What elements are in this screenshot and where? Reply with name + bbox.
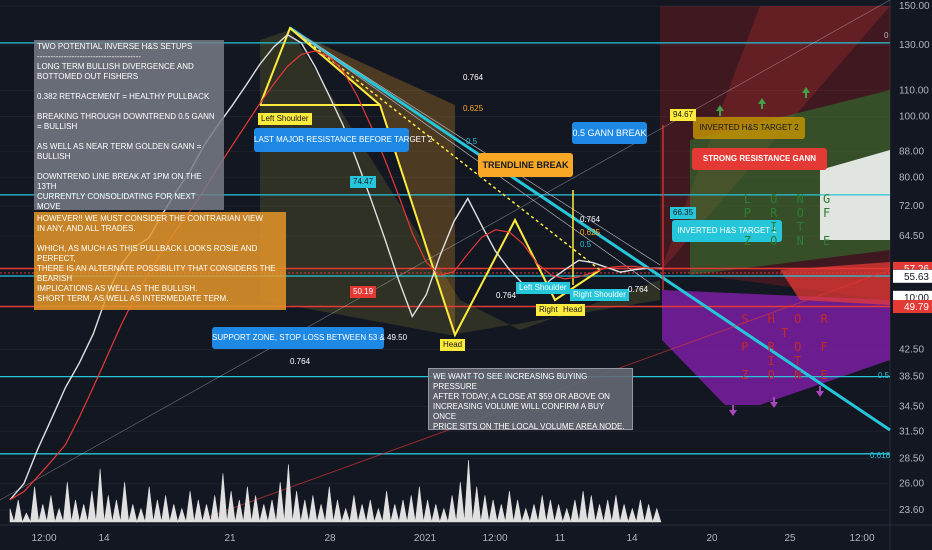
fib-label-0764-e: 0.764 xyxy=(290,357,311,366)
contrarian-note[interactable]: HOWEVER!! WE MUST CONSIDER THE CONTRARIA… xyxy=(34,212,286,310)
gann-break-callout[interactable]: 0.5 GANN BREAK xyxy=(572,122,647,144)
last-major-resistance-callout[interactable]: LAST MAJOR RESISTANCE BEFORE TARGET 2 xyxy=(254,128,432,152)
x-tick-label-2: 21 xyxy=(224,533,236,544)
right-label: Right xyxy=(536,304,561,316)
fib-label-0625-a: 0.625 xyxy=(463,104,484,113)
volume-bars-layer xyxy=(9,459,662,524)
x-tick-label-6: 11 xyxy=(555,533,566,544)
left-shoulder-2-label: Left Shoulder xyxy=(516,282,570,294)
fib-label-0: 0 xyxy=(884,31,889,40)
fib-label-0764-d: 0.764 xyxy=(628,285,649,294)
y-tick-label-12: 34.50 xyxy=(899,402,924,413)
gann-line-1 xyxy=(289,27,661,266)
price-badge-0: 57.26 xyxy=(904,264,929,275)
x-tick-label-1: 14 xyxy=(98,533,110,544)
y-tick-label-5: 80.00 xyxy=(899,172,924,183)
fib-label-0764-b: 0.764 xyxy=(580,215,601,224)
price-badge-4: 49.79 xyxy=(904,302,929,313)
pattern-shade xyxy=(260,30,660,335)
y-tick-label-6: 72.00 xyxy=(899,201,924,212)
setup-note[interactable]: TWO POTENTIAL INVERSE H&S SETUPS -------… xyxy=(34,40,224,210)
arrow-markers xyxy=(716,87,824,416)
y-tick-label-2: 110.00 xyxy=(899,86,929,97)
price-badge-bg-2 xyxy=(893,269,932,283)
head-label: Head xyxy=(440,339,466,351)
up-arrow-0 xyxy=(716,105,724,116)
fib-label-05-c: 0.5 xyxy=(878,371,890,380)
gann-line-2 xyxy=(289,27,661,291)
y-tick-label-0: 150.00 xyxy=(899,1,930,12)
x-tick-label-8: 20 xyxy=(706,533,718,544)
y-tick-label-11: 38.50 xyxy=(899,372,924,383)
fib-label-0618: 0.618 xyxy=(870,451,891,460)
y-tick-label-3: 100.00 xyxy=(899,111,930,122)
x-tick-label-5: 12:00 xyxy=(482,533,507,544)
fib-label-0625-b: 0.625 xyxy=(580,228,601,237)
left-shoulder-label: Left Shoulder xyxy=(258,113,312,125)
inverted-target-1-callout[interactable]: INVERTED H&S TARGET 1 xyxy=(672,220,782,242)
head-shade xyxy=(290,30,455,335)
long-diagonal xyxy=(0,0,891,501)
tag-66-35[interactable]: 66.35 xyxy=(670,207,697,219)
y-tick-label-16: 23.60 xyxy=(899,505,924,516)
down-arrow-0 xyxy=(729,405,737,416)
y-tick-label-1: 130.00 xyxy=(899,40,930,51)
inverted-target-2-callout[interactable]: INVERTED H&S TARGET 2 xyxy=(693,117,805,139)
volume-area xyxy=(9,459,662,524)
trendline-break-callout[interactable]: TRENDLINE BREAK xyxy=(478,153,573,177)
fib-label-05-a: 0.5 xyxy=(466,137,478,146)
price-badge-2: 55.63 xyxy=(904,272,929,283)
y-axis-ticks: 150.00 130.00 110.00 100.00 88.00 80.00 72.00 6… xyxy=(893,1,932,516)
x-tick-label-9: 25 xyxy=(784,533,796,544)
x-tick-label-0: 12:00 xyxy=(31,533,56,544)
x-tick-label-7: 14 xyxy=(626,533,638,544)
support-zone-callout[interactable]: SUPPORT ZONE, STOP LOSS BETWEEN 53 & 49.… xyxy=(212,327,407,349)
strong-resistance-callout[interactable]: STRONG RESISTANCE GANN xyxy=(692,148,827,170)
y-tick-label-7: 64.50 xyxy=(899,231,924,242)
buying-pressure-note[interactable]: WE WANT TO SEE INCREASING BUYING PRESSUR… xyxy=(428,368,633,430)
head-2-label: Head xyxy=(560,304,586,316)
main-downtrend-line xyxy=(289,26,891,432)
inverse-hs-outline xyxy=(259,26,601,338)
fib-label-05-b: 0.5 xyxy=(580,240,592,249)
x-axis-ticks: 12:00 14 21 28 2021 12:00 11 14 20 25 12:00 xyxy=(31,533,874,544)
down-arrow-2 xyxy=(816,386,824,397)
y-tick-label-4: 88.00 xyxy=(899,146,924,157)
right-shoulder-2-label: Right Shoulder xyxy=(570,289,629,301)
short-profit-zone-text: S H O R T P R O F I T Z O N E xyxy=(741,312,834,382)
tag-94-67[interactable]: 94.67 xyxy=(670,109,697,121)
price-badge-3: 10:00 xyxy=(904,293,929,304)
y-tick-label-14: 28.50 xyxy=(899,454,924,465)
up-arrow-1 xyxy=(758,98,766,109)
y-tick-label-13: 31.50 xyxy=(899,426,924,437)
x-tick-label-3: 28 xyxy=(324,533,336,544)
moving-average-line xyxy=(9,50,663,501)
fib-label-0764-c: 0.764 xyxy=(496,291,517,300)
long-profit-zone-text: L O N G P R O F I T Z O N E xyxy=(743,192,837,248)
y-tick-label-10: 42.50 xyxy=(899,345,924,356)
y-tick-label-15: 26.00 xyxy=(899,479,924,490)
tag-50-19[interactable]: 50.19 xyxy=(350,286,377,298)
x-tick-label-4: 2021 xyxy=(414,533,437,544)
fib-label-0764-a: 0.764 xyxy=(463,73,484,82)
down-arrow-1 xyxy=(770,397,778,408)
up-arrow-2 xyxy=(802,87,810,98)
tag-74-47[interactable]: 74.47 xyxy=(350,176,377,188)
x-tick-label-10: 12:00 xyxy=(849,533,874,544)
price-badge-bg-4 xyxy=(893,300,932,314)
volume-profile-red xyxy=(780,262,890,305)
